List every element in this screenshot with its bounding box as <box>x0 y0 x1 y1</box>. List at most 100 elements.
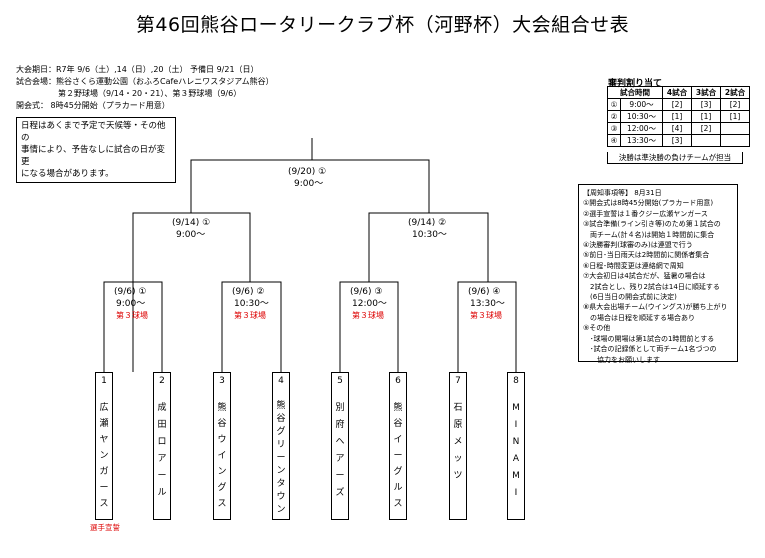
referee-table: 試合時間 4試合 3試合 2試合 ① 9:00～ [2] [3] [2] ② 1… <box>607 86 750 147</box>
table-cell: [2] <box>691 122 721 135</box>
column-header: 4試合 <box>662 86 692 99</box>
column-header: 2試合 <box>720 86 750 99</box>
table-cell <box>691 134 721 147</box>
table-header-row: 試合時間 4試合 3試合 2試合 <box>607 86 750 99</box>
team-name-char: イ <box>217 451 227 461</box>
team-name-char: タ <box>276 479 286 489</box>
team-name-char: グ <box>393 467 403 477</box>
team-number: 3 <box>219 376 225 386</box>
team-name-char: 谷 <box>276 414 286 424</box>
team-name-char: 谷 <box>393 419 403 429</box>
match-date: (9/20) ① <box>288 167 327 177</box>
table-cell: ③ <box>607 122 621 135</box>
team-name-char: I <box>514 420 518 430</box>
match-venue: 第３球場 <box>352 311 384 320</box>
team-name-char: ン <box>276 505 286 515</box>
announcement-line: (6日当日の開会式前に決定) <box>583 293 677 302</box>
announcement-line: ･試合の記録係として両チーム1名づつの <box>583 345 717 354</box>
announcement-line: ⑦大会初日は4試合だが、猛暑の場合は <box>583 272 706 281</box>
team-name-char: イ <box>393 435 403 445</box>
team-name-char: ー <box>393 451 403 461</box>
team-name-char: 谷 <box>217 419 227 429</box>
team-name-char: ガ <box>99 467 109 477</box>
announcement-line: ②選手宣誓は１番クジー広瀬ヤンガース <box>583 209 708 218</box>
team-name-char: ー <box>276 453 286 463</box>
team-name-char: ッ <box>453 454 463 464</box>
team-number: 5 <box>337 376 343 386</box>
table-cell <box>720 134 750 147</box>
column-header: 試合時間 <box>607 86 663 99</box>
column-header: 3試合 <box>691 86 721 99</box>
match-time: 9:00～ <box>294 179 324 189</box>
announcement-line: 両チーム(計４名)は開始１時間前に集合 <box>583 230 715 239</box>
table-cell: [3] <box>662 134 692 147</box>
match-time: 13:30～ <box>470 299 505 309</box>
team-name-char: M <box>512 403 520 413</box>
team-name-char: 成 <box>157 403 167 413</box>
team-name-char: ン <box>99 451 109 461</box>
announcement-line: ⑨その他 <box>583 324 611 333</box>
match-date: (9/14) ① <box>172 218 211 228</box>
announcement-line: ･球場の開場は第1試合の1時間前とする <box>583 334 715 343</box>
team-name-char: グ <box>276 427 286 437</box>
semi-match-label-1: (9/14) ① 9:00～ <box>172 217 210 241</box>
round1-match-label-1: (9/6) ① 9:00～ 第３球場 <box>114 286 148 322</box>
table-cell: 13:30～ <box>620 134 663 147</box>
team-name-char: ヘ <box>335 437 345 447</box>
table-cell: [1] <box>720 110 750 123</box>
team-name-char: ル <box>157 488 167 498</box>
team-name-char: 広 <box>99 403 109 413</box>
page-title: 第46回熊谷ロータリークラブ杯（河野杯）大会組合せ表 <box>135 14 630 36</box>
table-cell: 12:00～ <box>620 122 663 135</box>
team-name-char: ス <box>99 499 109 509</box>
team-name-char: ス <box>393 499 403 509</box>
match-time: 9:00～ <box>116 299 146 309</box>
match-date: (9/6) ② <box>232 287 265 297</box>
team-name-char: 原 <box>453 420 463 430</box>
team-name-char: リ <box>276 440 286 450</box>
announcement-line: ④決勝審判(球審のみ)は連盟で行う <box>583 241 693 250</box>
team-name-char: 田 <box>157 420 167 430</box>
table-cell: [4] <box>662 122 692 135</box>
team-name-char: M <box>512 471 520 481</box>
team-name-char: ロ <box>157 437 167 447</box>
table-row: ④ 13:30～ [3] <box>607 134 750 147</box>
team-name-char: ズ <box>335 488 345 498</box>
match-venue: 第３球場 <box>234 311 266 320</box>
table-cell: [2] <box>662 98 692 111</box>
table-cell: [1] <box>691 110 721 123</box>
table-cell: [1] <box>662 110 692 123</box>
team-name-char: ー <box>335 471 345 481</box>
match-time: 12:00～ <box>352 299 387 309</box>
oath-label: 選手宣誓 <box>90 523 120 532</box>
match-venue: 第３球場 <box>116 311 148 320</box>
team-name-char: ヤ <box>99 435 109 445</box>
team-name-char: ツ <box>453 471 463 481</box>
team-name-char: ー <box>157 471 167 481</box>
table-cell: ④ <box>607 134 621 147</box>
team-name-char: ー <box>99 483 109 493</box>
team-box-1: 1 広瀬ヤンガース <box>95 372 113 520</box>
team-name-char: A <box>512 454 520 464</box>
team-name-char: 瀬 <box>99 419 109 429</box>
team-name-char: 別 <box>335 403 345 413</box>
round1-match-label-2: (9/6) ② 10:30～ 第３球場 <box>232 286 269 322</box>
match-date: (9/6) ③ <box>350 287 383 297</box>
team-number: 2 <box>159 376 165 386</box>
team-name-char: ア <box>335 454 345 464</box>
announcement-line: の場合は日程を順延する場合あり <box>583 313 695 322</box>
announcements-header: 【周知事項等】 8月31日 <box>583 189 662 197</box>
team-name-char: ウ <box>276 492 286 502</box>
table-cell: [3] <box>691 98 721 111</box>
table-row: ③ 12:00～ [4] [2] <box>607 122 750 135</box>
final-match-label: (9/20) ① 9:00～ <box>288 166 326 190</box>
table-row: ① 9:00～ [2] [3] [2] <box>607 98 750 111</box>
team-number: 1 <box>101 376 107 386</box>
table-cell <box>720 122 750 135</box>
schedule-notice: 日程はあくまで予定で天候等・その他の 事情により、予告なしに試合の日が変更 にな… <box>16 117 176 183</box>
team-number: 6 <box>395 376 401 386</box>
